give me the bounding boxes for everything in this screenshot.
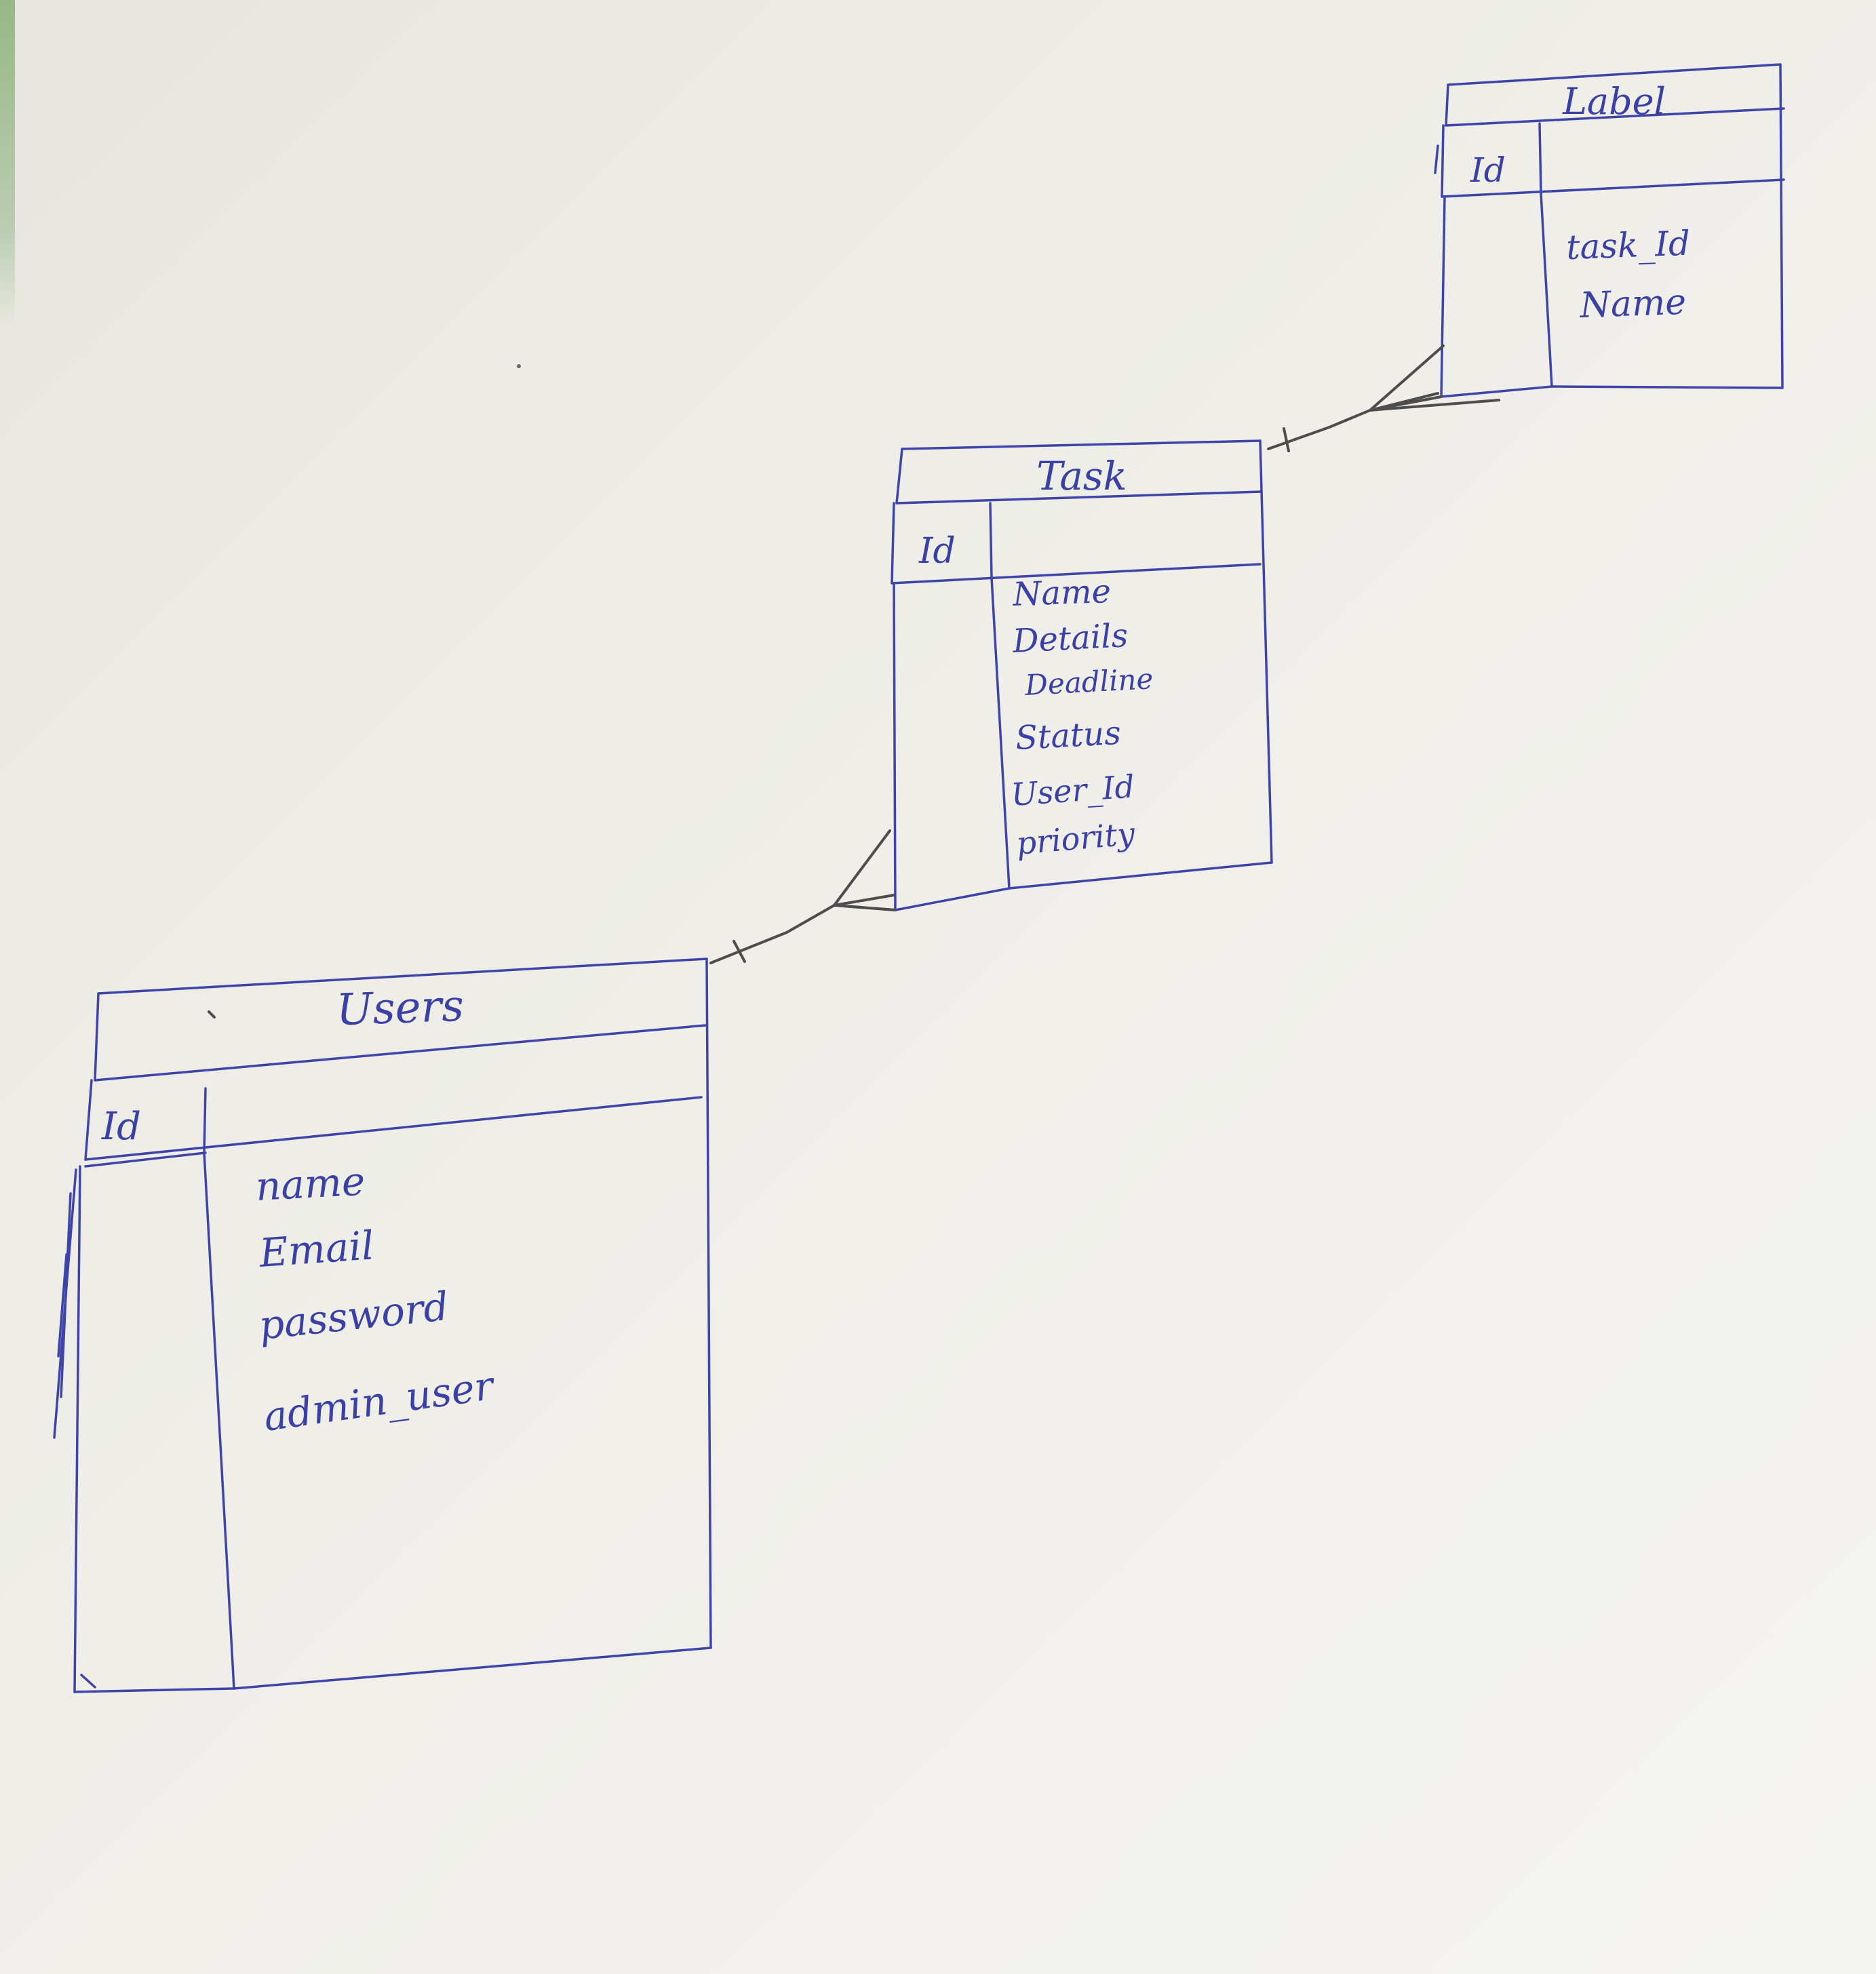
one-marker [1283, 427, 1290, 452]
field-priority: priority [1015, 815, 1137, 862]
entity-task: Task Id Name Details Deadline Status Use… [891, 439, 1273, 911]
paper-speck [208, 1010, 216, 1019]
paper-speck [517, 364, 521, 368]
connector-line [709, 904, 897, 964]
entity-label-frame [1434, 63, 1785, 398]
field-email: Email [257, 1222, 375, 1276]
field-task-id: task_Id [1565, 224, 1691, 267]
entity-label-fields: task_Id Name [1565, 224, 1691, 326]
entity-task-frame [891, 439, 1273, 911]
crows-foot-marker [1369, 344, 1500, 412]
field-name: Name [1578, 282, 1687, 326]
one-marker [732, 940, 746, 963]
field-password: password [256, 1283, 450, 1349]
entity-users: Users Id name Email password admin_user [53, 958, 712, 1693]
entity-users-title: Users [336, 981, 465, 1036]
entity-users-fields: name Email password admin_user [254, 1158, 498, 1440]
field-status: Status [1015, 714, 1122, 757]
field-details: Details [1011, 616, 1129, 660]
entity-task-key: Id [918, 531, 956, 572]
relationship-users-task [709, 829, 897, 964]
entity-label: Label Id task_Id Name [1434, 63, 1785, 398]
entity-users-frame [53, 958, 712, 1693]
crows-foot-marker [833, 829, 897, 911]
entity-label-key: Id [1470, 151, 1506, 190]
field-name: Name [1011, 572, 1111, 614]
relationship-task-label [1267, 344, 1500, 452]
entity-task-title: Task [1036, 453, 1127, 499]
background-edge [0, 0, 15, 325]
entity-label-title: Label [1562, 80, 1666, 123]
entity-task-fields: Name Details Deadline Status User_Id pri… [1010, 572, 1154, 862]
entity-users-key: Id [101, 1105, 141, 1149]
field-user-id: User_Id [1010, 768, 1136, 813]
connector-line [1267, 395, 1443, 450]
field-admin-user: admin_user [260, 1362, 498, 1440]
field-deadline: Deadline [1023, 662, 1154, 702]
field-name: name [254, 1158, 366, 1210]
